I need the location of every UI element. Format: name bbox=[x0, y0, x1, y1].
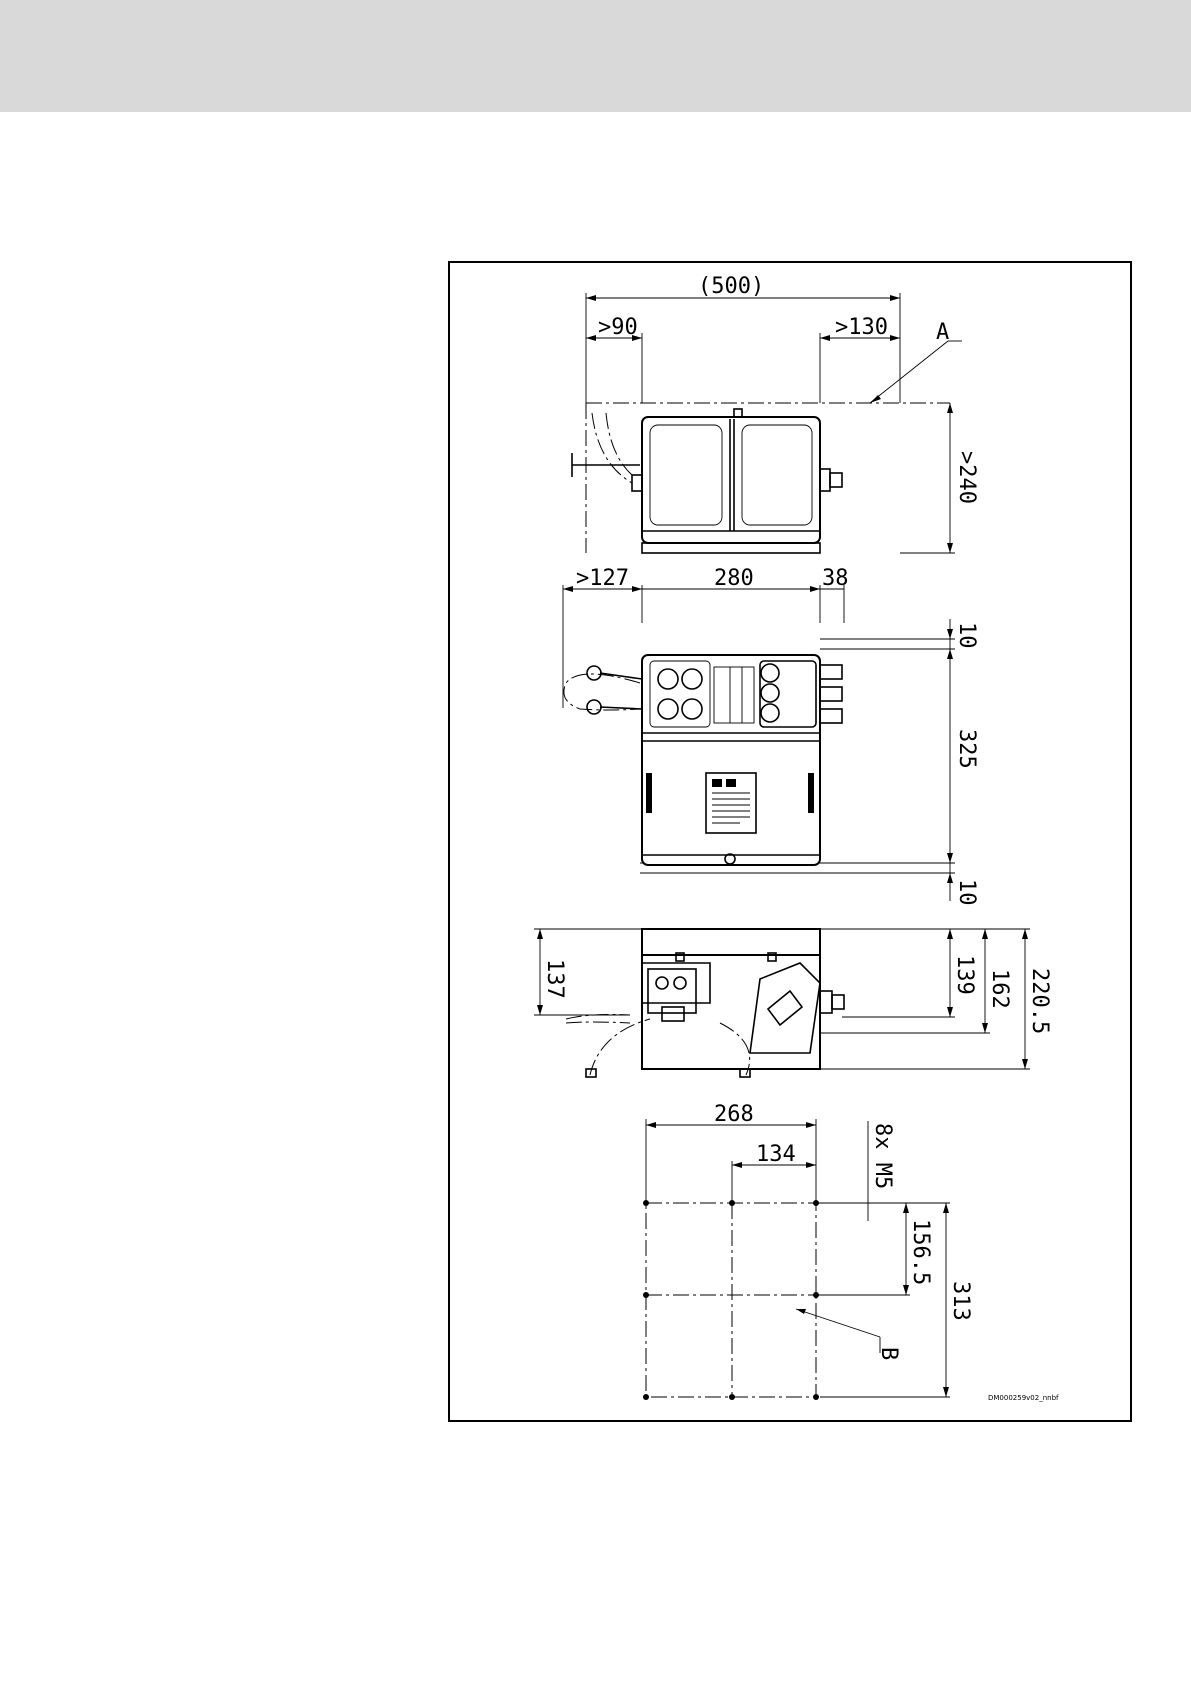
dim-mount-width: 268 bbox=[714, 1102, 754, 1127]
dimension-drawing: (500) >90 >130 A >240 bbox=[450, 263, 1130, 1420]
dim-side-height-left: 137 bbox=[542, 959, 567, 999]
mount-hole bbox=[813, 1394, 819, 1400]
dim-mount-holes: 8x M5 bbox=[870, 1123, 895, 1189]
dim-top-margin: 10 bbox=[954, 622, 979, 649]
mount-hole bbox=[643, 1292, 649, 1298]
drawing-id: DM000259v02_nnbf bbox=[988, 1394, 1059, 1402]
top-view: >127 280 38 10 325 10 bbox=[563, 566, 979, 906]
dim-body-depth: 325 bbox=[954, 729, 979, 769]
dim-left-clearance: >90 bbox=[598, 315, 638, 340]
dim-height-clearance: >240 bbox=[954, 451, 979, 504]
mount-hole bbox=[643, 1394, 649, 1400]
mount-hole bbox=[813, 1200, 819, 1206]
mounting-pattern-view: 268 134 8x M5 156.5 313 bbox=[643, 1102, 1059, 1402]
side-view: 137 139 162 220.5 bbox=[534, 929, 1052, 1077]
mount-hole bbox=[643, 1200, 649, 1206]
mount-hole bbox=[729, 1200, 735, 1206]
dim-mount-half-width: 134 bbox=[756, 1142, 796, 1167]
dim-connector-protrusion: 38 bbox=[822, 566, 849, 591]
page-header-band bbox=[0, 0, 1191, 112]
dim-right-clearance: >130 bbox=[835, 315, 888, 340]
dim-mount-half-depth: 156.5 bbox=[908, 1219, 933, 1285]
mount-hole bbox=[729, 1394, 735, 1400]
drawing-frame: (500) >90 >130 A >240 bbox=[448, 261, 1132, 1422]
dim-side-height-2: 162 bbox=[987, 969, 1012, 1009]
dim-bottom-margin: 10 bbox=[954, 879, 979, 906]
callout-a: A bbox=[936, 320, 949, 345]
dim-side-height-total: 220.5 bbox=[1027, 968, 1052, 1034]
dim-left-clearance-2: >127 bbox=[576, 566, 629, 591]
dim-side-height-1: 139 bbox=[952, 955, 977, 995]
dim-body-width: 280 bbox=[714, 566, 754, 591]
callout-b: B bbox=[876, 1347, 901, 1360]
dim-overall-length: (500) bbox=[698, 274, 764, 299]
mount-hole bbox=[813, 1292, 819, 1298]
dim-mount-depth: 313 bbox=[948, 1281, 973, 1321]
front-view: (500) >90 >130 A >240 bbox=[572, 274, 979, 553]
